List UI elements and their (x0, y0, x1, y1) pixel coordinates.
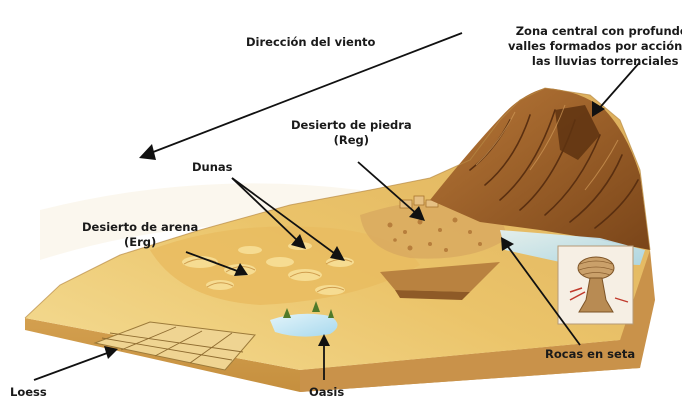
label-sand-desert: Desierto de arena (Erg) (82, 220, 198, 250)
label-mushroom-rocks: Rocas en seta (545, 347, 635, 362)
arrow-loess (34, 352, 110, 380)
mushroom-rock-inset (558, 246, 633, 324)
arrow-central-zone (596, 62, 640, 112)
oasis-pond (270, 314, 338, 337)
label-central-zone: Zona central con profundos valles formad… (508, 24, 682, 69)
label-wind: Dirección del viento (246, 35, 375, 50)
label-stone-desert: Desierto de piedra (Reg) (291, 118, 412, 148)
label-oasis: Oasis (309, 385, 344, 400)
label-dunes: Dunas (192, 160, 233, 175)
label-loess: Loess (10, 385, 47, 400)
